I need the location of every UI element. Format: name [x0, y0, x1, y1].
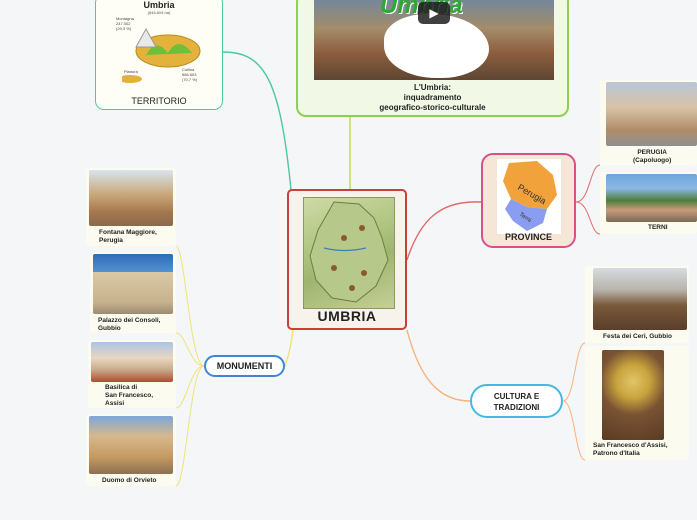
inquadramento-node[interactable]: Umbria ▶ L'Umbria: inquadramento geograf… [296, 0, 569, 117]
territorio-title: Umbria [143, 0, 175, 10]
video-thumbnail[interactable]: Umbria ▶ [314, 0, 554, 80]
province-card-terni[interactable]: TERNI [600, 172, 697, 234]
ceri-caption: Festa dei Ceri, Gubbio [603, 333, 672, 340]
central-node-umbria[interactable]: UMBRIA [287, 189, 407, 330]
umbria-outline-icon [384, 14, 489, 78]
terni-caption: TERNI [648, 224, 668, 231]
francesco-caption: San Francesco d'Assisi, Patrono d'Italia [593, 442, 668, 457]
palazzo-caption: Palazzo dei Consoli, Gubbio [98, 317, 161, 332]
play-icon[interactable]: ▶ [418, 2, 450, 24]
culture-card-francesco[interactable]: San Francesco d'Assisi, Patrono d'Italia [585, 346, 689, 460]
province-label: PROVINCE [504, 232, 552, 242]
inquadramento-caption-line2: inquadramento [403, 93, 462, 102]
umbria-map-icon [303, 197, 395, 309]
link-territorio [222, 51, 292, 191]
link-mon-duomo [175, 365, 205, 487]
link-prov-perugia [575, 164, 601, 203]
monument-card-palazzo[interactable]: Palazzo dei Consoli, Gubbio [90, 252, 176, 333]
link-monumenti [284, 329, 294, 367]
territorio-label-collina: Collina 586.603 (70,7 %) [182, 67, 198, 82]
fontana-photo [89, 170, 173, 226]
link-mon-fontana [175, 245, 205, 367]
territorio-subtitle: (845.604 ha) [147, 10, 171, 15]
inquadramento-caption-line3: geografico-storico-culturale [379, 103, 486, 112]
central-title: UMBRIA [317, 308, 377, 324]
monumenti-node[interactable]: MONUMENTI [204, 355, 285, 377]
francesco-photo [602, 350, 664, 440]
duomo-caption: Duomo di Orvieto [102, 477, 157, 484]
basilica-caption: Basilica di San Francesco, Assisi [105, 384, 154, 407]
inquadramento-caption: L'Umbria: inquadramento geografico-stori… [298, 83, 567, 113]
cultura-label-line2: TRADIZIONI [493, 403, 540, 412]
fontana-caption: Fontana Maggiore, Perugia [99, 229, 157, 244]
link-mon-basilica [175, 365, 205, 409]
ceri-photo [593, 268, 687, 330]
link-province [406, 201, 482, 261]
province-card-perugia[interactable]: PERUGIA (Capoluogo) [600, 80, 697, 165]
basilica-photo [91, 342, 173, 382]
palazzo-photo [93, 254, 173, 314]
link-cult-francesco [562, 400, 586, 461]
province-node[interactable]: Perugia Terni PROVINCE [481, 153, 576, 248]
territorio-illustration [122, 27, 201, 83]
inquadramento-caption-line1: L'Umbria: [413, 83, 451, 92]
monument-card-duomo[interactable]: Duomo di Orvieto [86, 414, 176, 486]
province-map-icon: Perugia Terni [497, 159, 561, 234]
link-mon-palazzo [175, 332, 205, 367]
culture-card-ceri[interactable]: Festa dei Ceri, Gubbio [585, 266, 689, 343]
territorio-caption: TERRITORIO [131, 96, 187, 106]
territorio-label-montagna: Montagna 247.002 (29,3 %) [116, 16, 134, 31]
monument-card-basilica[interactable]: Basilica di San Francesco, Assisi [88, 340, 176, 408]
territorio-node[interactable]: Umbria (845.604 ha) Montagna 247.002 (29… [95, 0, 223, 110]
link-cultura [406, 329, 471, 402]
cultura-label-line1: CULTURA E [493, 392, 540, 401]
link-prov-terni [575, 201, 601, 235]
duomo-photo [89, 416, 173, 474]
terni-photo [606, 174, 697, 222]
cultura-node[interactable]: CULTURA E TRADIZIONI [470, 384, 563, 418]
link-cult-ceri [562, 342, 586, 402]
monument-card-fontana[interactable]: Fontana Maggiore, Perugia [86, 168, 176, 246]
perugia-photo [606, 82, 697, 146]
perugia-caption: PERUGIA (Capoluogo) [633, 149, 672, 164]
